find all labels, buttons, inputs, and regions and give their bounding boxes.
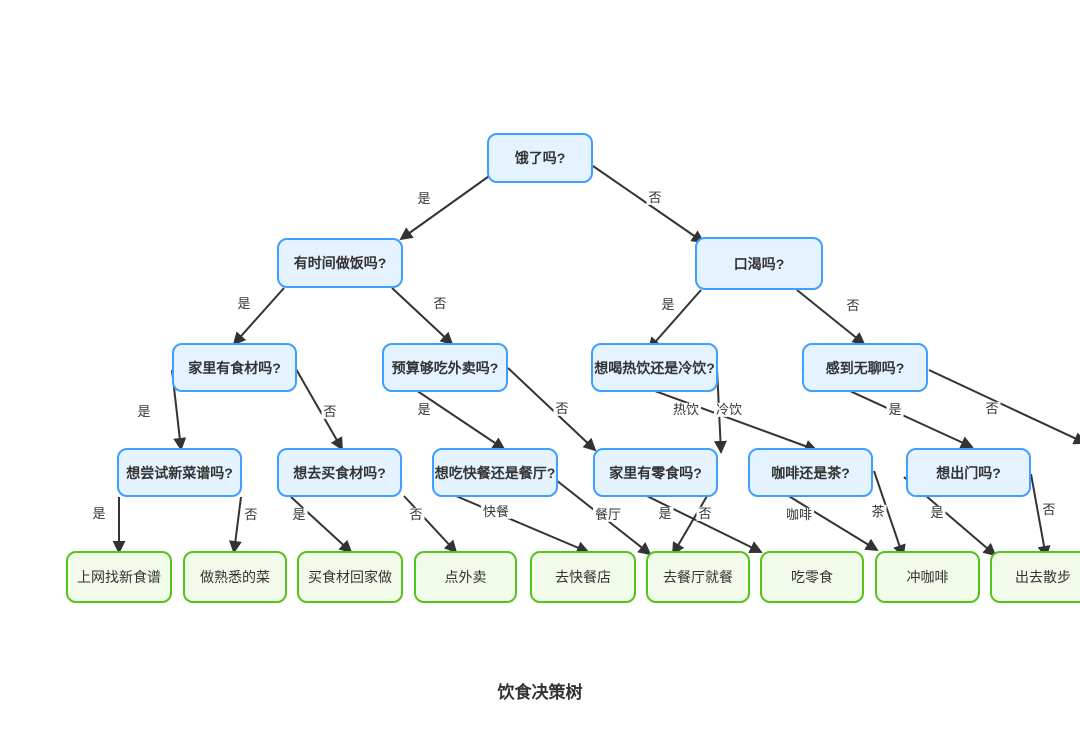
edge-ingredients-to-newrecipe (171, 369, 187, 451)
edge-snacks-to-restaurant (672, 478, 718, 556)
edge-goout-to-walk (903, 476, 997, 557)
edge-hungry-to-thirsty (592, 165, 705, 244)
edge-buyfood-to-buy (290, 496, 353, 554)
edge-ingredients-to-buyfood (295, 368, 343, 451)
edge-budget-to-snacks (507, 367, 597, 452)
edge-fastfood-to-fast (455, 495, 590, 554)
edge-hotcold-to-coffeetea (591, 367, 818, 453)
edge-newrecipe-to-familiar (228, 496, 242, 554)
diagram-title: 饮食决策树 (497, 683, 583, 702)
edge-thirsty-to-hotcold (647, 289, 702, 351)
edge-snacks-to-snack (593, 469, 763, 553)
edge-bored-to-goout (801, 368, 974, 449)
edge-goout-to-walk (1030, 473, 1051, 559)
edge-budget-to-fastfood (382, 367, 506, 451)
edge-hungry-to-time (399, 173, 493, 241)
edge-time-to-ingredients (232, 287, 285, 346)
edge-coffeetea-to-coffee (873, 470, 906, 558)
edge-buyfood-to-takeout (403, 495, 458, 554)
edge-hotcold-to-snacks (713, 367, 727, 454)
edge-bored-to-offscreen-right (928, 369, 1080, 445)
edge-coffeetea-to-coffee (750, 472, 879, 552)
edge-thirsty-to-bored (796, 289, 866, 346)
edge-time-to-budget (391, 287, 454, 346)
